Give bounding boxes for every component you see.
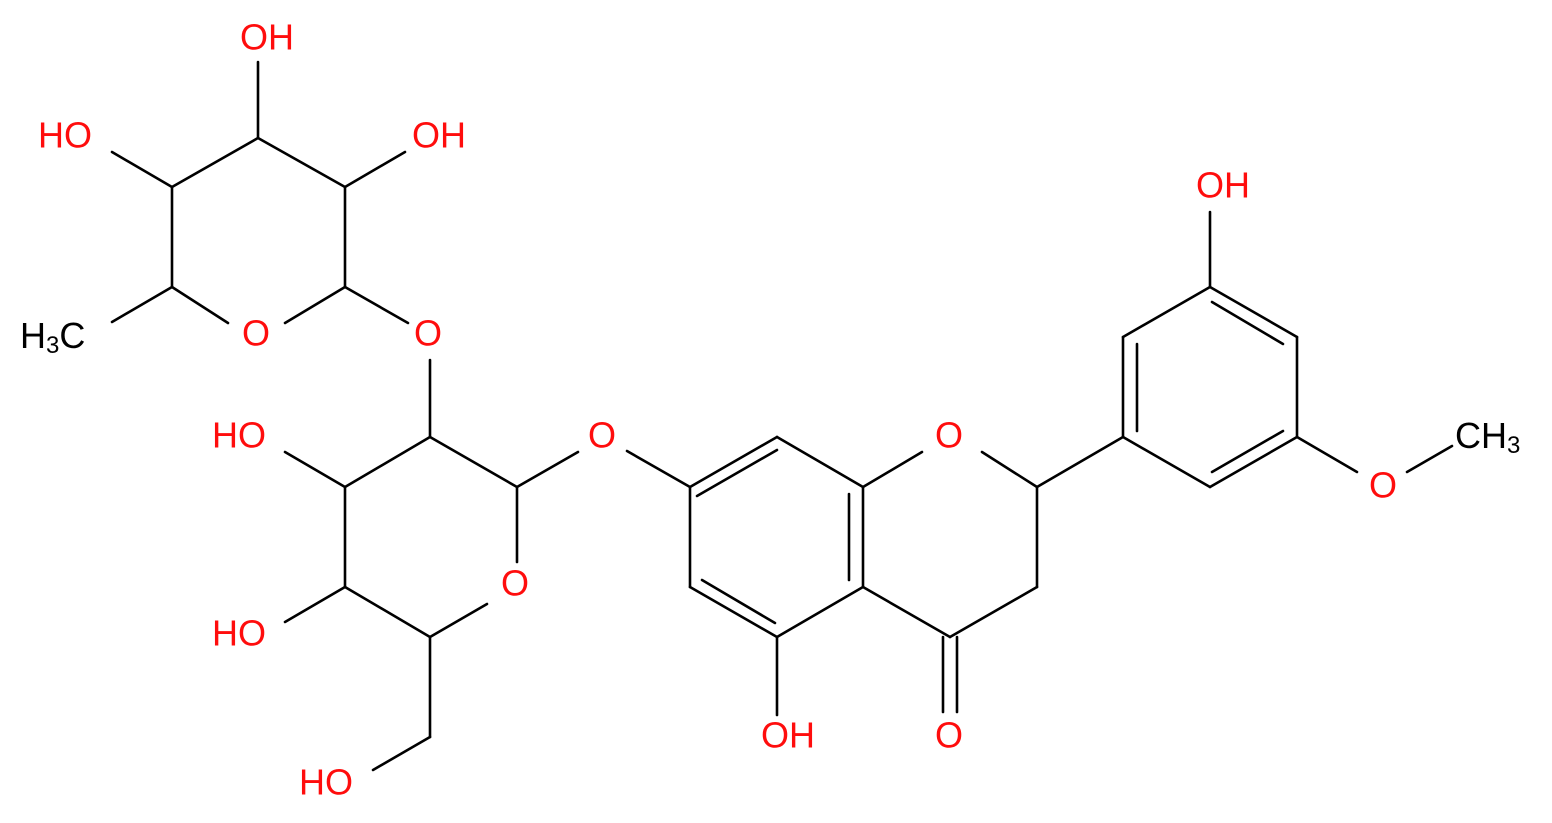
glc-ring-oxygen-label: O <box>501 563 529 604</box>
bond-line <box>343 285 410 325</box>
phenol-oh-5-label: OH <box>761 715 815 756</box>
rha-oh-right-label: OH <box>412 115 466 156</box>
bond-line <box>428 435 519 489</box>
glc-oh-upper-label: HO <box>212 415 266 456</box>
bond-line <box>861 450 924 489</box>
bond-line <box>775 585 865 639</box>
bond-line <box>1210 429 1285 474</box>
rha-oh-top-label: OH <box>240 17 294 58</box>
bond-line <box>688 435 779 489</box>
bond-line <box>948 585 1039 639</box>
bond-line <box>775 435 865 489</box>
bond-layer <box>110 60 1454 772</box>
bond-line <box>371 735 432 772</box>
glc-ch2oh-label: HO <box>299 762 353 803</box>
bond-line <box>283 285 347 325</box>
bond-line <box>1035 435 1125 489</box>
bond-line <box>1210 300 1285 346</box>
bond-line <box>343 585 432 639</box>
bond-line <box>625 449 692 489</box>
bond-line <box>343 150 407 189</box>
bond-line <box>256 136 347 189</box>
glycosidic-oxygen-1-label: O <box>414 313 442 354</box>
rha-oh-left-label: HO <box>38 115 92 156</box>
bond-line <box>700 578 777 625</box>
bond-line <box>861 585 952 639</box>
bond-line <box>170 285 230 325</box>
bond-line <box>428 602 489 639</box>
bond-line <box>980 450 1039 489</box>
glc-oh-lower-label: HO <box>212 613 266 654</box>
bond-line <box>1121 285 1212 339</box>
rha-methyl-label: H3C <box>20 315 85 360</box>
ketone-oxygen-label: O <box>935 715 963 756</box>
bond-line <box>1208 435 1299 489</box>
bond-line <box>110 285 174 324</box>
bond-line <box>688 585 779 639</box>
bond-line <box>1405 444 1454 474</box>
bond-line <box>1295 435 1359 474</box>
bond-line <box>110 150 174 189</box>
rha-ring-oxygen-label: O <box>242 313 270 354</box>
bond-line <box>695 448 779 498</box>
bond-line <box>170 136 260 189</box>
bond-line <box>515 450 580 489</box>
b-ring-oh-label: OH <box>1196 165 1250 206</box>
methoxy-methyl-label: CH3 <box>1455 415 1520 460</box>
methoxy-oxygen-label: O <box>1369 465 1397 506</box>
glycosidic-oxygen-2-label: O <box>588 415 616 456</box>
bond-line <box>283 450 347 489</box>
bond-line <box>343 435 432 489</box>
bond-line <box>1121 435 1212 489</box>
ring-c-oxygen-label: O <box>935 415 963 456</box>
bond-line <box>283 585 347 624</box>
bond-line <box>1208 285 1299 339</box>
